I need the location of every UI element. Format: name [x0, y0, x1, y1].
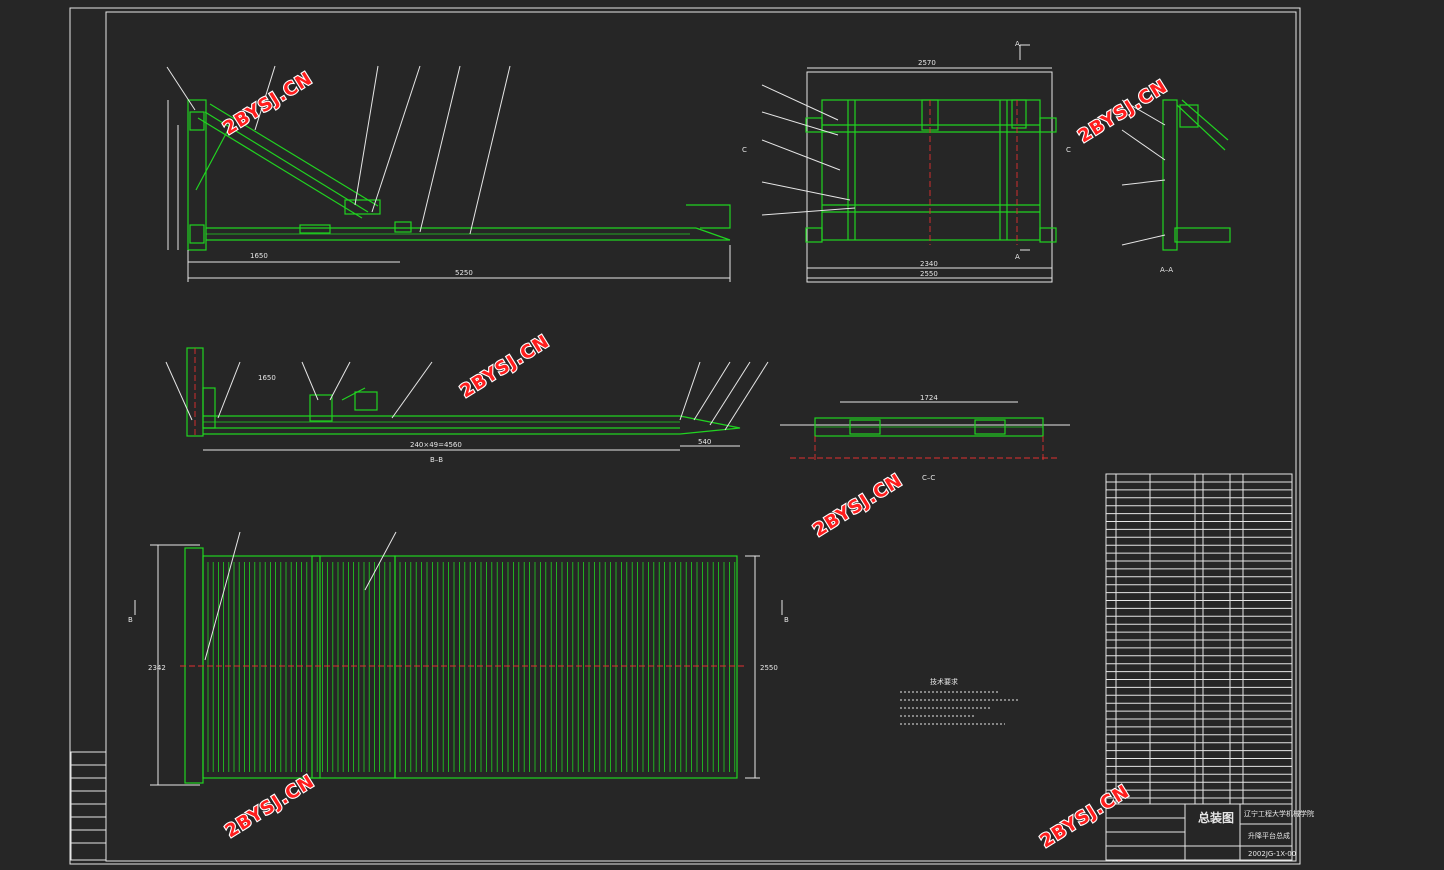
notes-title: 技术要求	[930, 677, 958, 686]
watermark-2: 2BYSJ.CN	[457, 331, 554, 402]
drawing-name: 总装图	[1198, 810, 1234, 825]
revision-strip	[70, 751, 107, 861]
plan-dim-2342: 2342	[148, 664, 166, 672]
plan-dim-2550: 2550	[760, 664, 778, 672]
watermark-4: 2BYSJ.CN	[810, 470, 907, 541]
section-marker-a-top: A	[1015, 40, 1020, 48]
watermark-3: 2BYSJ.CN	[1075, 76, 1172, 147]
b-length-dim: 240×49=4560	[410, 441, 462, 449]
section-c-c-label: C–C	[922, 474, 935, 482]
watermark-6: 2BYSJ.CN	[1037, 781, 1134, 852]
top-dim-2570: 2570	[918, 59, 936, 67]
plan-slats-right	[399, 562, 736, 772]
top-dim-2340: 2340	[920, 260, 938, 268]
section-marker-a-bottom: A	[1015, 253, 1020, 261]
section-a-a: A–A	[1121, 99, 1231, 274]
parts-list	[1105, 473, 1293, 805]
section-marker-b-right: B	[784, 616, 789, 624]
front-view: 5250 1650	[166, 65, 731, 282]
section-marker-c-left: C	[742, 146, 747, 154]
section-b-b-label: B–B	[430, 456, 443, 464]
c-dim-1724: 1724	[920, 394, 938, 402]
watermark-1: 2BYSJ.CN	[220, 68, 317, 139]
sheet-inner-border	[105, 11, 1297, 862]
front-dim-1650: 1650	[250, 252, 268, 260]
section-marker-c-right: C	[1066, 146, 1071, 154]
b-dim-540: 540	[698, 438, 711, 446]
top-view: 2340 2550 2570 A A C C	[742, 40, 1071, 283]
section-a-a-label: A–A	[1160, 266, 1173, 274]
section-b-b: 240×49=4560 540 1650 B–B	[165, 347, 769, 464]
technical-notes: 技术要求	[900, 677, 1020, 725]
b-dim-1650: 1650	[258, 374, 276, 382]
section-marker-b-left: B	[128, 616, 133, 624]
title-block: 总装图 辽宁工程大学机械学院 升降平台总成 2002JG-1X-00	[1105, 803, 1314, 861]
watermark-5: 2BYSJ.CN	[222, 771, 319, 842]
plan-view: 2342 2550 B B	[128, 531, 789, 786]
project-name: 升降平台总成	[1248, 831, 1290, 840]
top-dim-2550: 2550	[920, 270, 938, 278]
sheet-outer-border	[69, 7, 1301, 865]
plan-slats-left	[207, 562, 391, 772]
parts-list-rows	[1106, 481, 1292, 799]
school-name: 辽宁工程大学机械学院	[1244, 809, 1314, 818]
front-total-dim: 5250	[455, 269, 473, 277]
drawing-number: 2002JG-1X-00	[1248, 850, 1296, 858]
section-c-c: 1724 C–C	[780, 394, 1070, 482]
